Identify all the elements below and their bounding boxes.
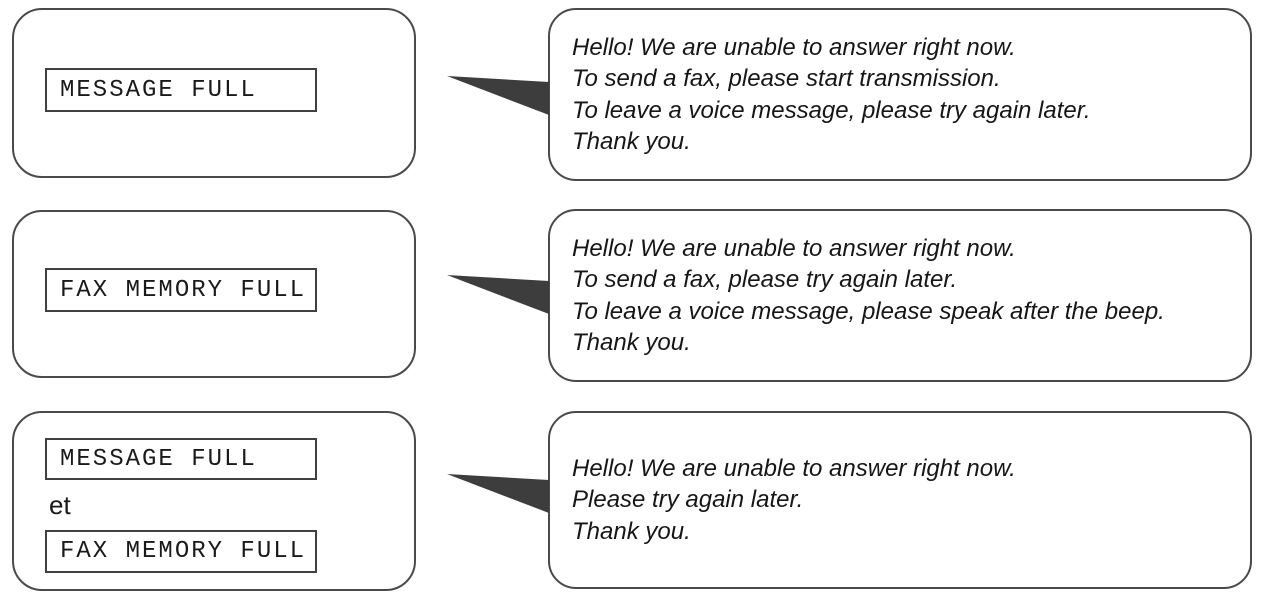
connector-label-et: et: [49, 490, 71, 520]
voice-line: Hello! We are unable to answer right now…: [572, 454, 1016, 482]
voice-line: Thank you.: [572, 517, 691, 545]
lcd-text: FAX MEMORY FULL: [60, 276, 307, 304]
lcd-display-message-full-2: MESSAGE FULL: [45, 438, 317, 480]
voice-line: Please try again later.: [572, 486, 804, 514]
voice-line: Thank you.: [572, 128, 691, 155]
speech-pointer-icon: [447, 76, 549, 115]
lcd-display-fax-memory-full: FAX MEMORY FULL: [45, 268, 317, 312]
lcd-text: MESSAGE FULL: [60, 445, 257, 473]
speech-pointer-icon: [447, 474, 549, 513]
voice-line: To leave a voice message, please try aga…: [572, 96, 1091, 124]
lcd-display-fax-memory-full-2: FAX MEMORY FULL: [45, 530, 317, 573]
voice-bubble-row1: Hello! We are unable to answer right now…: [548, 8, 1252, 181]
display-panel-row3: MESSAGE FULL et FAX MEMORY FULL: [12, 411, 416, 591]
voice-line: Hello! We are unable to answer right now…: [572, 234, 1016, 262]
voice-line: To send a fax, please try again later.: [572, 266, 958, 293]
voice-line: To send a fax, please start transmission…: [572, 65, 1001, 92]
voice-bubble-row3: Hello! We are unable to answer right now…: [548, 411, 1252, 589]
voice-line: To leave a voice message, please speak a…: [572, 297, 1165, 325]
speech-pointer-icon: [447, 275, 549, 314]
lcd-text: MESSAGE FULL: [60, 76, 257, 104]
display-panel-row1: MESSAGE FULL: [12, 8, 416, 178]
lcd-text: FAX MEMORY FULL: [60, 538, 307, 565]
voice-line: Hello! We are unable to answer right now…: [572, 33, 1016, 61]
voice-bubble-row2: Hello! We are unable to answer right now…: [548, 209, 1252, 382]
display-panel-row2: FAX MEMORY FULL: [12, 210, 416, 378]
voice-line: Thank you.: [572, 329, 691, 356]
lcd-display-message-full: MESSAGE FULL: [45, 68, 317, 112]
